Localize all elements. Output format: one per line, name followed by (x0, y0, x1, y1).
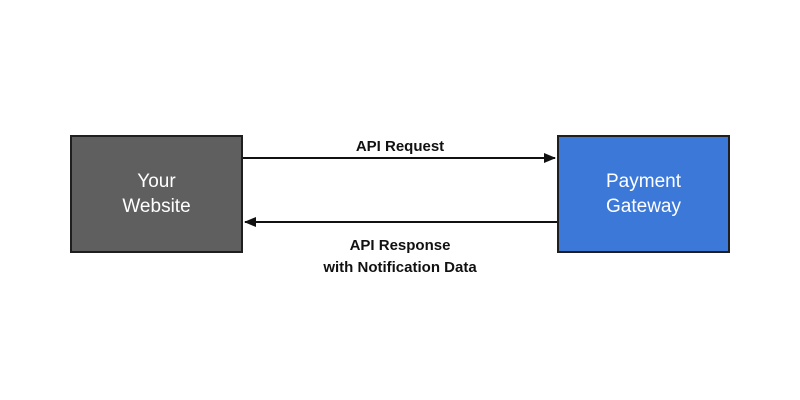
api-response-label: API Response with Notification Data (270, 235, 530, 279)
your-website-node: Your Website (70, 135, 243, 253)
your-website-label-line2: Website (122, 196, 191, 217)
payment-gateway-label-line2: Gateway (606, 196, 681, 217)
payment-gateway-label-line1: Payment (606, 171, 681, 192)
your-website-label: Your Website (122, 169, 190, 219)
payment-gateway-node: Payment Gateway (557, 135, 730, 253)
api-response-label-line2: with Notification Data (323, 259, 477, 276)
api-request-label: API Request (355, 138, 445, 155)
payment-gateway-label: Payment Gateway (606, 169, 681, 219)
your-website-label-line1: Your (137, 171, 176, 192)
api-response-label-line1: API Response (349, 237, 451, 254)
